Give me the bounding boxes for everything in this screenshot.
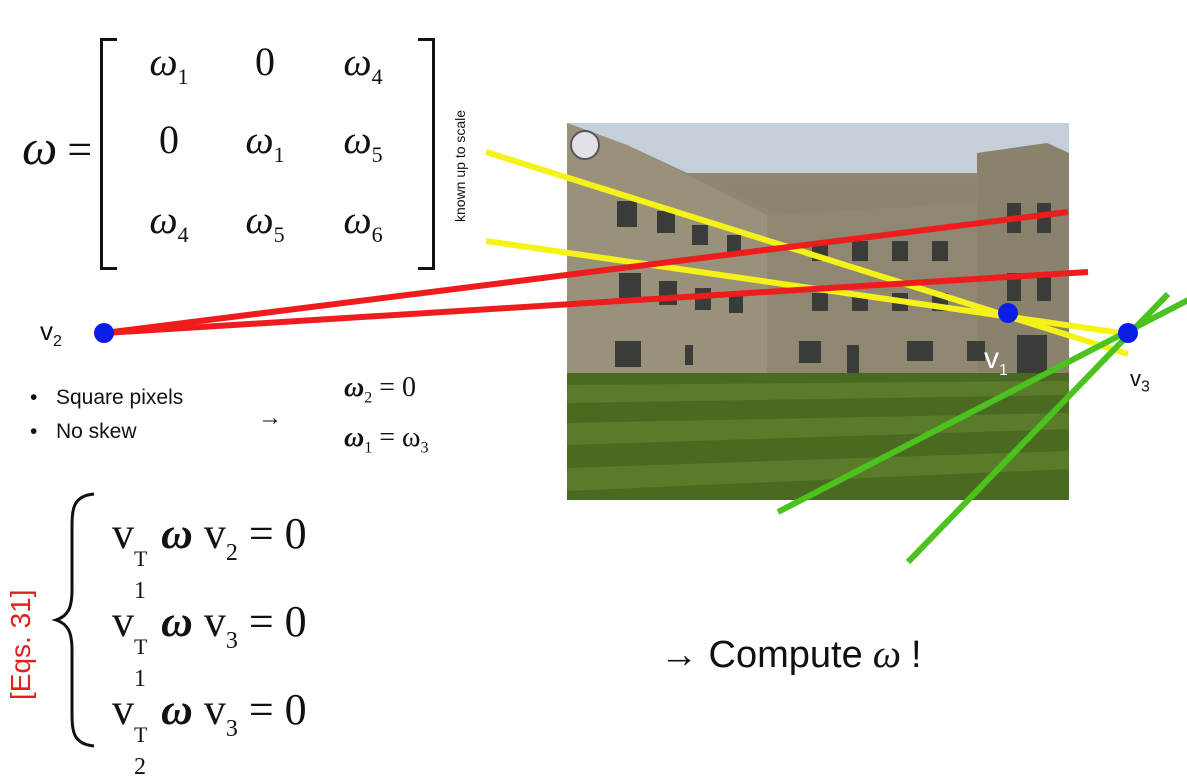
matrix-cell-1-1: ω1 [149,39,189,89]
matrix-left-bracket [100,38,117,270]
matrix-cell-2-2: ω1 [245,117,285,167]
constraint-omega1-equals-omega3: ω1 = ω3 [344,422,429,457]
v1-label: v1 [984,342,1008,379]
matrix-cell-3-2: ω5 [245,197,285,247]
vanishing-point-v2 [94,323,114,343]
matrix-right-bracket [418,38,435,270]
matrix-cell-1-3: ω4 [343,39,383,89]
omega-symbol: ω= [22,119,93,175]
equations-reference-label: [Eqs. 31] [5,589,36,700]
constraint-omega2-zero: ω2 = 0 [344,372,417,407]
curly-brace [51,492,95,748]
courtyard-photo-illustration [567,123,1069,500]
vanishing-point-v1 [998,303,1018,323]
equals-sign: = [67,125,93,174]
right-arrow-icon: → [258,404,282,431]
bullet-square-pixels: •Square pixels [30,386,184,409]
red-line-upper [103,209,1069,336]
matrix-cell-2-1: 0 [159,117,179,162]
v3-label: v3 [1130,366,1150,396]
matrix-cell-3-1: ω4 [149,197,189,247]
red-line-lower [103,269,1089,336]
vanishing-point-v3 [1118,323,1138,343]
v2-label: v2 [40,316,62,351]
matrix-cell-3-3: ω6 [343,197,383,247]
matrix-cell-2-3: ω5 [343,117,383,167]
bullet-no-skew: •No skew [30,420,137,443]
matrix-cell-1-2: 0 [255,39,275,84]
